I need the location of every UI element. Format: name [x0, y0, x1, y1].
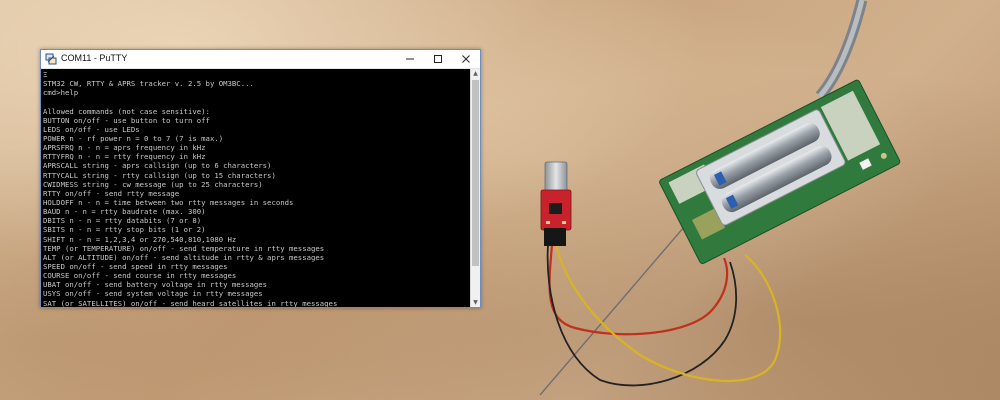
terminal-line: cmd>help — [43, 88, 79, 98]
terminal-line: POWER n - rf power n = 0 to 7 (7 is max.… — [43, 133, 224, 143]
scrollbar-thumb[interactable] — [472, 80, 479, 266]
terminal-line: BUTTON on/off - use button to turn off — [43, 115, 210, 125]
terminal-line: UBAT on/off - send battery voltage in rt… — [43, 280, 268, 290]
window-title: COM11 - PuTTY — [61, 53, 128, 63]
terminal-line: SHIFT n - n = 1,2,3,4 or 270,540,810,108… — [43, 234, 237, 244]
terminal-line: SPEED on/off - send speed in rtty messag… — [43, 261, 228, 271]
antenna-wire — [539, 205, 703, 396]
terminal-line: DBITS n - n = rtty databits (7 or 8) — [43, 216, 202, 226]
terminal-line: CWIDMESS string - cw message (up to 25 c… — [43, 179, 263, 189]
yellow-wire — [554, 244, 782, 383]
maximize-icon — [434, 55, 442, 63]
terminal-line: APRSCALL string - aprs callsign (up to 6… — [43, 161, 272, 171]
terminal-line: RTTYCALL string - rtty callsign (up to 1… — [43, 170, 276, 180]
terminal-line: TEMP (or TEMPERATURE) on/off - send temp… — [43, 243, 325, 253]
terminal-line: Ξ — [43, 70, 48, 79]
black-wire — [546, 244, 738, 387]
battery — [721, 146, 832, 213]
terminal-line: BAUD n - n = rtty baudrate (max. 300) — [43, 207, 206, 217]
usb-plug — [544, 161, 568, 195]
terminal-line: HOLDOFF n - n = time between two rtty me… — [43, 197, 294, 207]
terminal-line: Allowed commands (not case sensitive): — [43, 106, 210, 116]
scroll-down-icon[interactable]: ▼ — [473, 299, 478, 306]
minimize-icon — [406, 58, 414, 60]
vertical-scrollbar[interactable]: ▲ ▼ — [470, 69, 480, 307]
terminal-line: COURSE on/off - send course in rtty mess… — [43, 271, 237, 281]
battery — [709, 122, 820, 189]
terminal-line: STM32 CW, RTTY & APRS tracker v. 2.5 by … — [43, 79, 254, 89]
title-bar[interactable]: COM11 - PuTTY — [41, 50, 480, 69]
terminal-line: LEDS on/off - use LEDs — [43, 124, 140, 134]
terminal-line: USYS on/off - send system voltage in rtt… — [43, 289, 263, 299]
close-icon — [462, 55, 470, 63]
red-wire — [548, 244, 729, 336]
terminal-line: RTTYFRQ n - n = rtty frequency in kHz — [43, 152, 206, 162]
putty-icon — [45, 53, 57, 65]
tracker-pcb — [659, 79, 901, 265]
terminal-line: ALT (or ALTITUDE) on/off - send altitude… — [43, 252, 325, 262]
terminal-line: SBITS n - n = rtty stop bits (1 or 2) — [43, 225, 206, 235]
terminal-line — [43, 97, 469, 106]
minimize-button[interactable] — [396, 50, 424, 68]
terminal-line: RTTY on/off - send rtty message — [43, 188, 180, 198]
close-button[interactable] — [452, 50, 480, 68]
scroll-up-icon[interactable]: ▲ — [473, 70, 478, 77]
pin-header — [544, 228, 566, 246]
maximize-button[interactable] — [424, 50, 452, 68]
terminal-line: SAT (or SATELLITES) on/off - send heard … — [43, 298, 338, 307]
usb-serial-adapter — [540, 161, 572, 246]
terminal-line: APRSFRQ n - n = aprs frequency in kHz — [43, 143, 206, 153]
